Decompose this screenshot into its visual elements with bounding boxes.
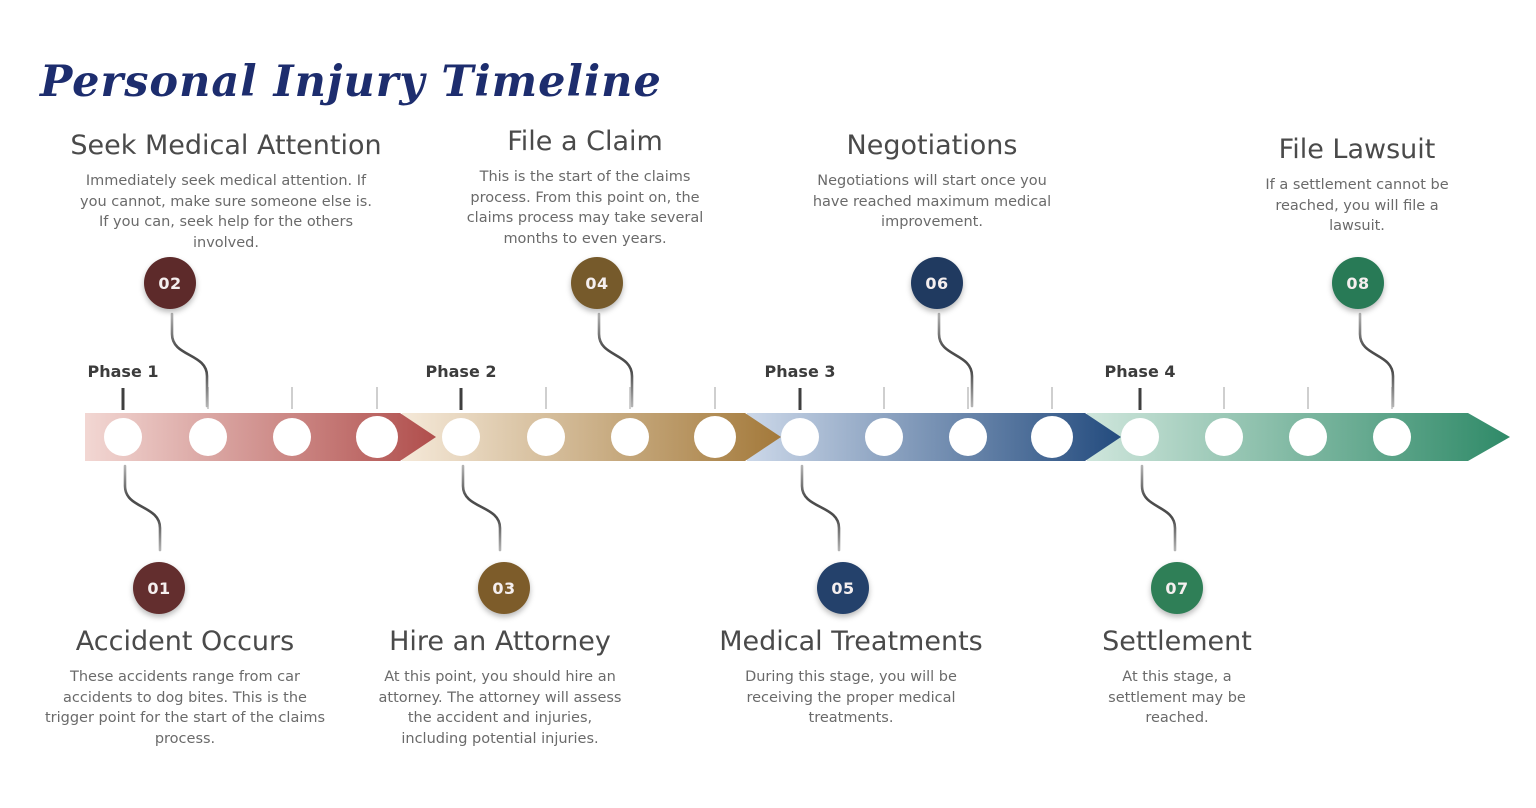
- step-title: Negotiations: [846, 130, 1018, 161]
- step-description: Immediately seek medical attention. If y…: [80, 173, 372, 251]
- step-description: These accidents range from car accidents…: [44, 669, 326, 747]
- step-file-a-claim: File a Claim This is the start of the cl…: [415, 126, 755, 249]
- connector-step-07: [1140, 464, 1177, 552]
- timeline-segment-phase-2: [402, 413, 781, 461]
- connector-step-08: [1358, 312, 1395, 408]
- phase-4-label: Phase 4: [1104, 362, 1176, 381]
- step-badge-03: 03: [478, 562, 530, 614]
- step-seek-medical-attention: Seek Medical Attention Immediately seek …: [46, 130, 406, 253]
- step-settlement: Settlement At this stage, a settlement m…: [1017, 626, 1337, 729]
- step-title: Seek Medical Attention: [70, 130, 382, 161]
- step-hire-an-attorney: Hire an Attorney At this point, you shou…: [340, 626, 660, 749]
- step-medical-treatments: Medical Treatments During this stage, yo…: [691, 626, 1011, 729]
- connector-curves: [123, 312, 1395, 552]
- step-badge-04: 04: [571, 257, 623, 309]
- step-title: Medical Treatments: [719, 626, 983, 657]
- step-title: Hire an Attorney: [389, 626, 611, 657]
- page-title: Personal Injury Timeline: [40, 56, 662, 107]
- step-negotiations: Negotiations Negotiations will start onc…: [762, 130, 1102, 233]
- connector-step-04: [597, 312, 634, 408]
- step-accident-occurs: Accident Occurs These accidents range fr…: [25, 626, 345, 749]
- step-file-lawsuit: File Lawsuit If a settlement cannot be r…: [1187, 134, 1527, 237]
- step-badge-01: 01: [133, 562, 185, 614]
- step-title: File a Claim: [507, 126, 663, 157]
- step-title: File Lawsuit: [1278, 134, 1436, 165]
- step-description: Negotiations will start once you have re…: [812, 173, 1052, 231]
- step-title: Settlement: [1102, 626, 1252, 657]
- phase-tick-marks: [121, 388, 1142, 410]
- connector-step-02: [170, 312, 209, 408]
- connector-step-05: [800, 464, 841, 552]
- timeline-segment-phase-3: [747, 413, 1121, 461]
- timeline-dots: [104, 416, 1411, 458]
- step-badge-02: 02: [144, 257, 196, 309]
- step-description: During this stage, you will be receiving…: [745, 669, 957, 727]
- step-badge-07: 07: [1151, 562, 1203, 614]
- connector-step-03: [461, 464, 502, 552]
- phase-1-label: Phase 1: [87, 362, 159, 381]
- step-description: If a settlement cannot be reached, you w…: [1265, 177, 1449, 235]
- phase-2-label: Phase 2: [425, 362, 497, 381]
- step-description: At this stage, a settlement may be reach…: [1108, 669, 1246, 727]
- timeline-segment-phase-1: [85, 413, 436, 461]
- step-description: At this point, you should hire an attorn…: [378, 669, 622, 747]
- connector-step-01: [123, 464, 162, 552]
- step-title: Accident Occurs: [75, 626, 295, 657]
- phase-3-label: Phase 3: [764, 362, 836, 381]
- step-badge-08: 08: [1332, 257, 1384, 309]
- step-description: This is the start of the claims process.…: [466, 169, 704, 247]
- connector-step-06: [937, 312, 974, 408]
- step-badge-06: 06: [911, 257, 963, 309]
- step-badge-05: 05: [817, 562, 869, 614]
